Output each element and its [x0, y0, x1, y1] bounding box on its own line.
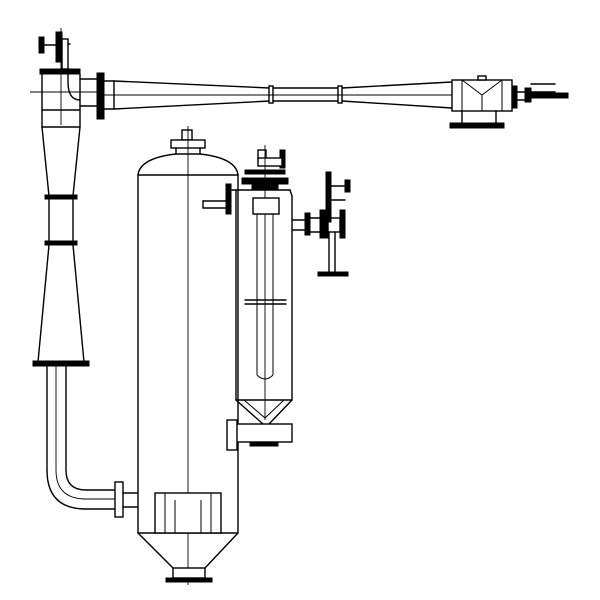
downcomer-pipe: [46, 365, 67, 471]
secondary-vessel: [226, 145, 293, 451]
inlet-box: [449, 75, 569, 129]
venturi-duct: [79, 72, 453, 120]
top-elbow: [30, 28, 100, 125]
main-vessel: [137, 126, 239, 585]
secondary-valve: [291, 171, 351, 277]
inlet-valve: [38, 31, 81, 75]
side-inlet-pipe: [202, 183, 232, 215]
bottom-elbow: [46, 469, 139, 518]
cyclone: [32, 109, 90, 367]
